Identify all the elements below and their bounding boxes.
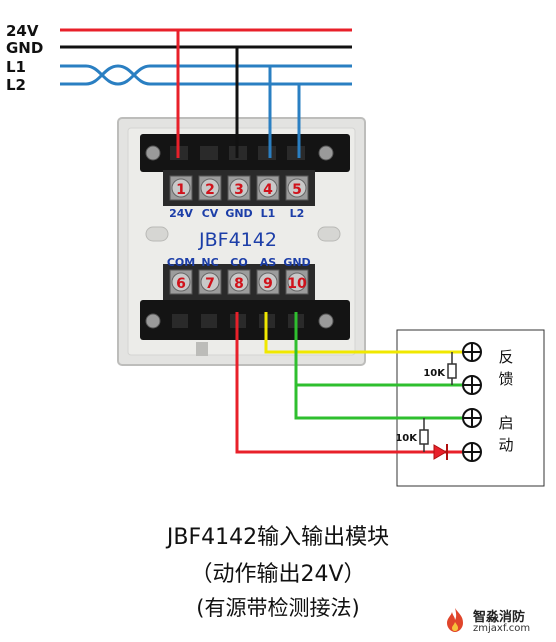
terminal-screw-icon [258, 272, 278, 292]
diode-icon [433, 444, 448, 460]
module-bottom-tab [196, 342, 208, 356]
terminal-number: 3 [234, 182, 244, 198]
terminal-3: 3 [227, 175, 251, 201]
terminal-label-24v: 24V [169, 207, 193, 220]
watermark-url: zmjaxf.com [473, 623, 531, 634]
terminal-2: 2 [198, 175, 222, 201]
terminal-9: 9 [256, 269, 280, 295]
device-terminal-feedback-top [462, 342, 482, 362]
terminal-label-gnd-bottom: GND [283, 256, 310, 269]
device-feedback-char-2: 馈 [498, 370, 513, 388]
terminal-number: 9 [263, 276, 273, 292]
device-terminal-start-top [462, 408, 482, 428]
watermark-title: 智淼消防 [473, 610, 526, 625]
module-right-slot [317, 226, 341, 242]
caption-method: (有源带检测接法) [196, 596, 360, 620]
module-model: JBF4142 [198, 229, 277, 251]
terminal-label-com: COM [167, 256, 195, 269]
terminal-number: 4 [263, 182, 273, 198]
bus-l1-line [60, 64, 352, 86]
terminal-screw-icon [287, 272, 307, 292]
resistor-feedback-label: 10K [423, 368, 446, 379]
resistor-feedback-body [447, 363, 457, 379]
device-terminal-feedback-bottom [462, 375, 482, 395]
top-socket [287, 146, 305, 160]
device-terminal-start-bottom [462, 442, 482, 462]
terminal-number: 5 [292, 182, 302, 198]
top-block-screw-right-icon [318, 145, 334, 161]
terminal-4: 4 [256, 175, 280, 201]
terminal-1: 1 [169, 175, 193, 201]
wire-co-red [235, 312, 462, 454]
terminal-screw-icon [229, 272, 249, 292]
top-block-screw-left-icon [145, 145, 161, 161]
terminal-screw-icon [229, 178, 249, 198]
terminal-number: 10 [287, 276, 307, 292]
resistor-start-body [419, 429, 429, 445]
output-wires [235, 312, 462, 454]
terminal-number: 1 [176, 182, 186, 198]
terminal-label-l1: L1 [261, 207, 276, 220]
bus-label-l2: L2 [6, 76, 26, 94]
terminal-7: 7 [198, 269, 222, 295]
device-start-char-2: 动 [498, 436, 513, 454]
watermark-logo-icon [447, 608, 463, 632]
terminal-6: 6 [169, 269, 193, 295]
terminal-label-nc: NC [201, 256, 218, 269]
bus-l2-line [60, 64, 352, 86]
bottom-socket [201, 314, 217, 328]
bus-lines: 24V GND L1 L2 [6, 22, 352, 94]
watermark: 智淼消防 zmjaxf.com [437, 604, 553, 638]
caption-subtitle: （动作输出24V） [190, 562, 366, 587]
bus-label-l1: L1 [6, 58, 26, 76]
terminal-screw-icon [200, 272, 220, 292]
terminal-screw-icon [258, 178, 278, 198]
terminal-label-as: AS [260, 256, 277, 269]
top-socket [258, 146, 276, 160]
terminal-number: 2 [205, 182, 215, 198]
bottom-socket [172, 314, 188, 328]
device-start-char-1: 启 [498, 414, 513, 432]
top-socket [200, 146, 218, 160]
terminal-number: 8 [234, 276, 244, 292]
wiring-diagram: 24V GND L1 L2 1 [6, 22, 545, 487]
bus-label-gnd: GND [6, 39, 43, 57]
resistor-start-label: 10K [395, 433, 418, 444]
bottom-block-screw-right-icon [318, 313, 334, 329]
terminal-screw-icon [171, 178, 191, 198]
bus-drop-wires [176, 30, 301, 158]
wire-as-yellow [264, 312, 462, 354]
terminal-number: 7 [205, 276, 215, 292]
terminal-8: 8 [227, 269, 251, 295]
terminal-label-gnd: GND [225, 207, 252, 220]
terminal-number: 6 [176, 276, 186, 292]
bus-label-24v: 24V [6, 22, 39, 40]
terminal-10: 10 [285, 269, 309, 295]
terminal-5: 5 [285, 175, 309, 201]
bottom-block-screw-left-icon [145, 313, 161, 329]
terminal-screw-icon [287, 178, 307, 198]
resistor-feedback: 10K [423, 352, 457, 385]
terminal-label-co: CO [230, 256, 247, 269]
terminal-label-l2: L2 [290, 207, 305, 220]
terminal-label-cv: CV [202, 207, 219, 220]
terminal-screw-icon [171, 272, 191, 292]
module: 1 2 3 4 5 24V CV GND L1 L2 JBF4142 [117, 117, 366, 366]
device-feedback-char-1: 反 [498, 348, 513, 366]
resistor-start: 10K [395, 418, 429, 452]
caption-title: JBF4142输入输出模块 [166, 525, 390, 550]
module-left-slot [145, 226, 169, 242]
terminal-screw-icon [200, 178, 220, 198]
wire-gnd-green-start [294, 385, 462, 420]
